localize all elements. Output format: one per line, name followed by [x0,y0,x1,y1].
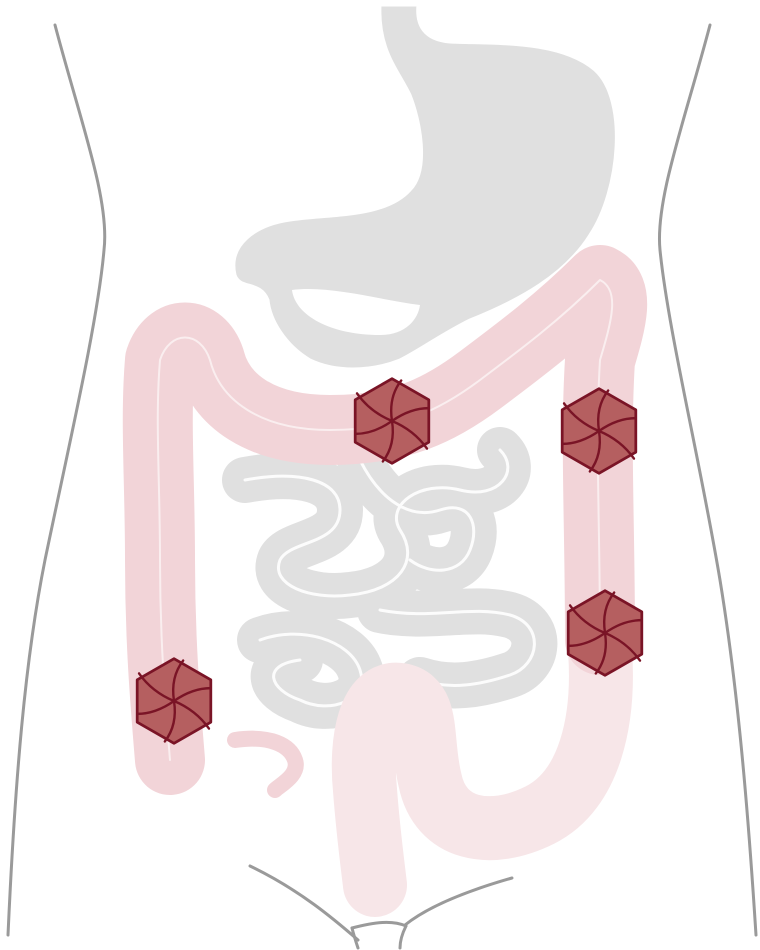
pubic-curve [352,922,406,928]
left-body-contour [8,25,105,935]
leg-line-right [400,926,406,948]
groin-line-right [405,878,512,925]
right-body-contour [659,25,756,935]
groin-line [250,866,358,940]
appendix [235,739,296,790]
